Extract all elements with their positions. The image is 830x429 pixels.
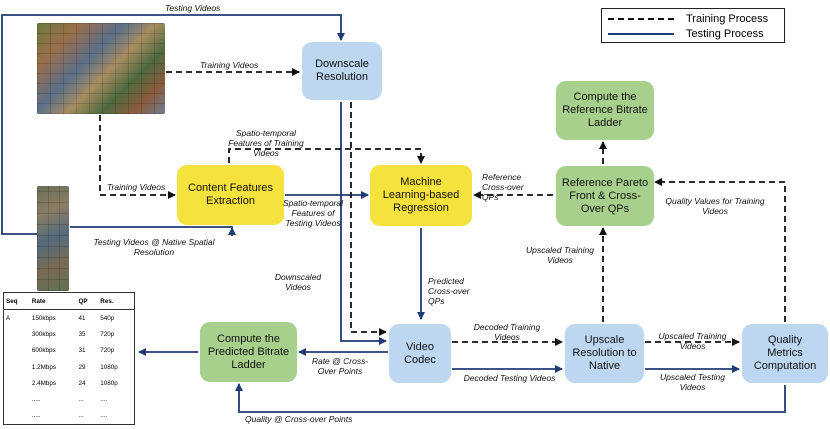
table-header-rate: Rate	[31, 297, 46, 305]
table-row: ..... ... ....	[4, 391, 134, 407]
edge-content-to-ml-dashed	[228, 148, 425, 164]
label-training-videos-top: Training Videos	[200, 60, 259, 70]
table-cell: 600kbps	[31, 347, 56, 355]
label-training-videos-left: Training Videos	[107, 182, 166, 192]
table-header-qp: QP	[78, 297, 88, 305]
table-cell	[4, 391, 30, 407]
table-cell: .....	[31, 396, 41, 404]
table-row: 2.4Mbps 24 1080p	[4, 375, 134, 391]
table-cell	[4, 359, 30, 375]
table-header-seq: Seq	[6, 297, 18, 305]
table-cell: .....	[31, 412, 41, 420]
label-testing-native: Testing Videos @ Native Spatial Resoluti…	[93, 237, 215, 257]
quality-metrics-box: Quality Metrics Computation	[742, 324, 828, 383]
edge-downscale-to-codec-dashed	[350, 102, 387, 336]
table-cell: 31	[78, 347, 86, 355]
legend-training: Training Process	[608, 12, 780, 26]
table-row: A 150kbps 41 540p	[4, 310, 134, 327]
content-features-box: Content Features Extraction	[177, 165, 284, 225]
table-cell: ...	[78, 412, 84, 420]
testing-videos-thumbnail	[37, 186, 69, 291]
reference-pareto-box: Reference Pareto Front & Cross- Over QPs	[556, 166, 654, 226]
table-cell	[4, 343, 30, 359]
legend-testing-label: Testing Process	[686, 28, 764, 40]
label-quality-values: Quality Values for Training Videos	[665, 196, 765, 216]
table-cell: 35	[78, 330, 86, 338]
table-cell	[4, 408, 30, 424]
table-cell: A	[6, 314, 11, 322]
legend: Training Process Testing Process	[601, 8, 785, 43]
video-codec-box: Video Codec	[389, 324, 451, 383]
table-cell: 1080p	[100, 379, 118, 387]
table-cell: ....	[100, 412, 108, 420]
label-upscaled-testing: Upscaled Testing Videos	[660, 372, 725, 392]
label-rate-cross: Rate @ Cross- Over Points	[311, 356, 369, 376]
label-predicted-qps: Predicted Cross-over QPs	[428, 276, 470, 306]
upscale-resolution-box: Upscale Resolution to Native	[565, 324, 644, 383]
table-cell: ....	[100, 396, 108, 404]
compute-predicted-ladder-box: Compute the Predicted Bitrate Ladder	[200, 322, 297, 382]
edge-quality-to-pareto	[654, 178, 786, 322]
legend-training-label: Training Process	[686, 13, 769, 25]
edge-quality-to-compute-pred	[235, 383, 786, 413]
compute-reference-ladder-box: Compute the Reference Bitrate Ladder	[556, 81, 654, 140]
edge-testing-native-to-content	[70, 226, 233, 230]
legend-dash-swatch	[608, 18, 674, 20]
label-reference-qps: Reference Cross-over QPs	[482, 172, 524, 202]
table-row: 1.2Mbps 29 1080p	[4, 359, 134, 375]
table-cell	[4, 326, 30, 342]
table-row: ..... ... ....	[4, 408, 134, 424]
edge-downscale-to-codec-solid	[340, 102, 387, 345]
table-cell: 540p	[100, 314, 115, 322]
label-decoded-testing: Decoded Testing Videos	[463, 373, 556, 383]
label-downscaled-videos: Downscaled Videos	[274, 272, 322, 292]
table-row: 600kbps 31 720p	[4, 343, 134, 359]
bitrate-ladder-table: Seq Rate QP Res. A 150kbps 41 540p 300kb…	[3, 292, 135, 425]
legend-solid-swatch	[608, 33, 674, 35]
table-cell	[4, 375, 30, 391]
legend-testing: Testing Process	[608, 27, 780, 41]
downscale-resolution-box: Downscale Resolution	[302, 42, 382, 100]
training-videos-thumbnail	[37, 23, 165, 114]
table-header-row: Seq Rate QP Res.	[4, 293, 134, 310]
table-cell: 2.4Mbps	[31, 379, 56, 387]
table-cell: 29	[78, 363, 86, 371]
table-header-res: Res.	[100, 297, 114, 305]
table-cell: ...	[78, 396, 84, 404]
table-cell: 300kbps	[31, 330, 56, 338]
table-cell: 1080p	[100, 363, 118, 371]
table-cell: 41	[78, 314, 86, 322]
table-cell: 150kbps	[31, 314, 56, 322]
label-testing-videos: Testing Videos	[165, 3, 221, 13]
edge-training-to-content	[99, 115, 176, 199]
table-row: 300kbps 35 720p	[4, 326, 134, 342]
ml-regression-box: Machine Learning-based Regression	[370, 165, 472, 226]
label-spatio-training: Spatio-temporal Features of Training Vid…	[228, 128, 304, 158]
table-cell: 720p	[100, 330, 115, 338]
label-decoded-training: Decoded Training Videos	[473, 322, 541, 342]
table-cell: 24	[78, 379, 86, 387]
label-upscaled-training-vertical: Upscaled Training Videos	[526, 245, 594, 265]
label-quality-cross: Quality @ Cross-over Points	[245, 414, 353, 424]
table-cell: 1.2Mbps	[31, 363, 56, 371]
edge-testing-to-downscale	[1, 14, 345, 235]
label-upscaled-training: Upscaled Training Videos	[658, 331, 727, 351]
table-cell: 720p	[100, 347, 115, 355]
label-spatio-testing: Spatio-temporal Features of Testing Vide…	[282, 198, 343, 228]
